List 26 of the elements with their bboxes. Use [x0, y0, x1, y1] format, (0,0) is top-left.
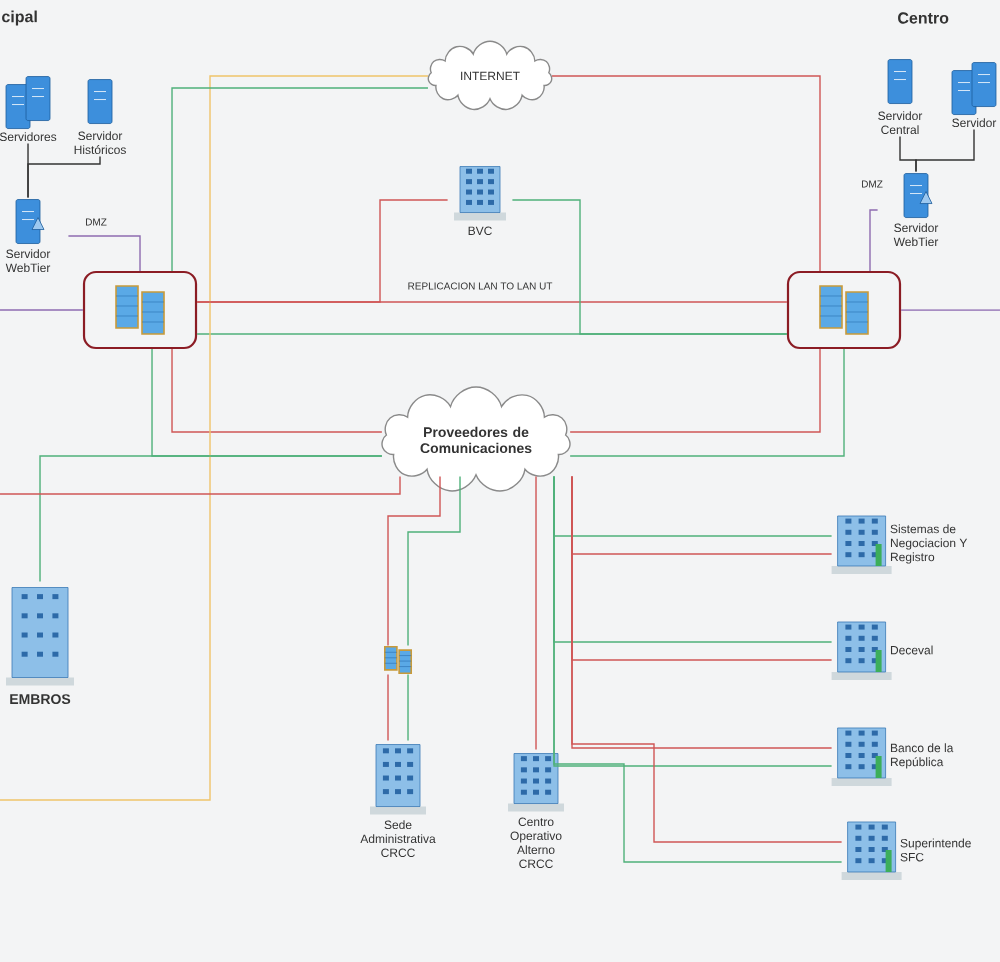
lan-line	[915, 128, 975, 173]
network-line	[535, 475, 537, 751]
network-line	[569, 348, 821, 433]
firewall-icon	[384, 646, 412, 674]
firewall-box	[82, 270, 198, 350]
lan-line	[27, 155, 101, 199]
firewall-box	[786, 270, 902, 350]
network-line	[407, 673, 409, 742]
network-line	[171, 87, 429, 272]
network-line	[387, 673, 389, 742]
network-line	[407, 475, 461, 647]
network-line	[171, 348, 383, 433]
network-line	[39, 455, 383, 583]
network-line	[67, 235, 141, 272]
network-line	[511, 199, 788, 335]
network-line	[196, 199, 449, 303]
heading: Centro	[898, 12, 949, 24]
heading: cipal	[2, 10, 37, 26]
network-line	[387, 475, 441, 647]
network-line	[0, 475, 401, 495]
network-line	[569, 348, 845, 457]
network-line	[869, 209, 879, 272]
network-line	[0, 309, 84, 311]
network-line	[0, 75, 429, 801]
network-line	[900, 309, 1000, 311]
network-line	[551, 75, 821, 272]
